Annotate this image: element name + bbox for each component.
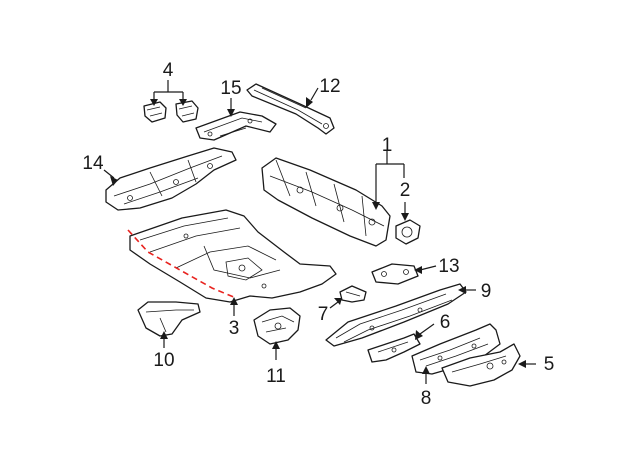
callout-14: 14: [82, 153, 104, 174]
part-2-bracket: [395, 219, 421, 245]
callout-7: 7: [318, 304, 329, 325]
leader-4: [150, 80, 187, 106]
callout-1: 1: [382, 135, 393, 156]
callout-12: 12: [319, 76, 340, 97]
leader-11: [272, 341, 280, 360]
leader-5: [518, 360, 536, 368]
leader-6: [415, 323, 435, 340]
callout-3: 3: [229, 318, 240, 339]
callout-15: 15: [220, 78, 241, 99]
part-13-plate: [371, 263, 419, 285]
part-5-panel: [441, 343, 521, 387]
callout-6: 6: [440, 312, 451, 333]
leader-2: [401, 202, 409, 221]
part-4-brackets: [143, 100, 199, 123]
leader-8: [422, 366, 430, 384]
callout-8: 8: [421, 388, 432, 409]
callout-10: 10: [153, 350, 174, 371]
leader-14: [103, 169, 118, 186]
part-3-floor-pan: [129, 209, 337, 303]
part-11-housing: [253, 307, 301, 345]
part-7-bracket: [339, 285, 367, 303]
leader-13: [414, 265, 437, 274]
leader-1: [372, 150, 405, 210]
callout-4: 4: [163, 60, 174, 81]
leader-15: [227, 98, 235, 117]
part-14-side-rail: [105, 147, 237, 211]
leader-3: [230, 297, 238, 316]
leader-10: [160, 331, 168, 348]
part-1-rear-panel: [261, 157, 391, 247]
part-6-bracket: [367, 333, 421, 363]
part-12-rail: [246, 83, 335, 135]
callout-13: 13: [438, 256, 459, 277]
callout-9: 9: [481, 281, 492, 302]
leader-12: [306, 87, 319, 108]
callout-11: 11: [266, 366, 286, 387]
leader-9: [458, 286, 476, 294]
cut-line: [127, 229, 237, 299]
callout-5: 5: [544, 354, 555, 375]
part-10-bracket: [137, 301, 201, 337]
part-15-bracket: [195, 111, 277, 141]
callout-2: 2: [400, 180, 411, 201]
leader-7: [329, 298, 342, 309]
